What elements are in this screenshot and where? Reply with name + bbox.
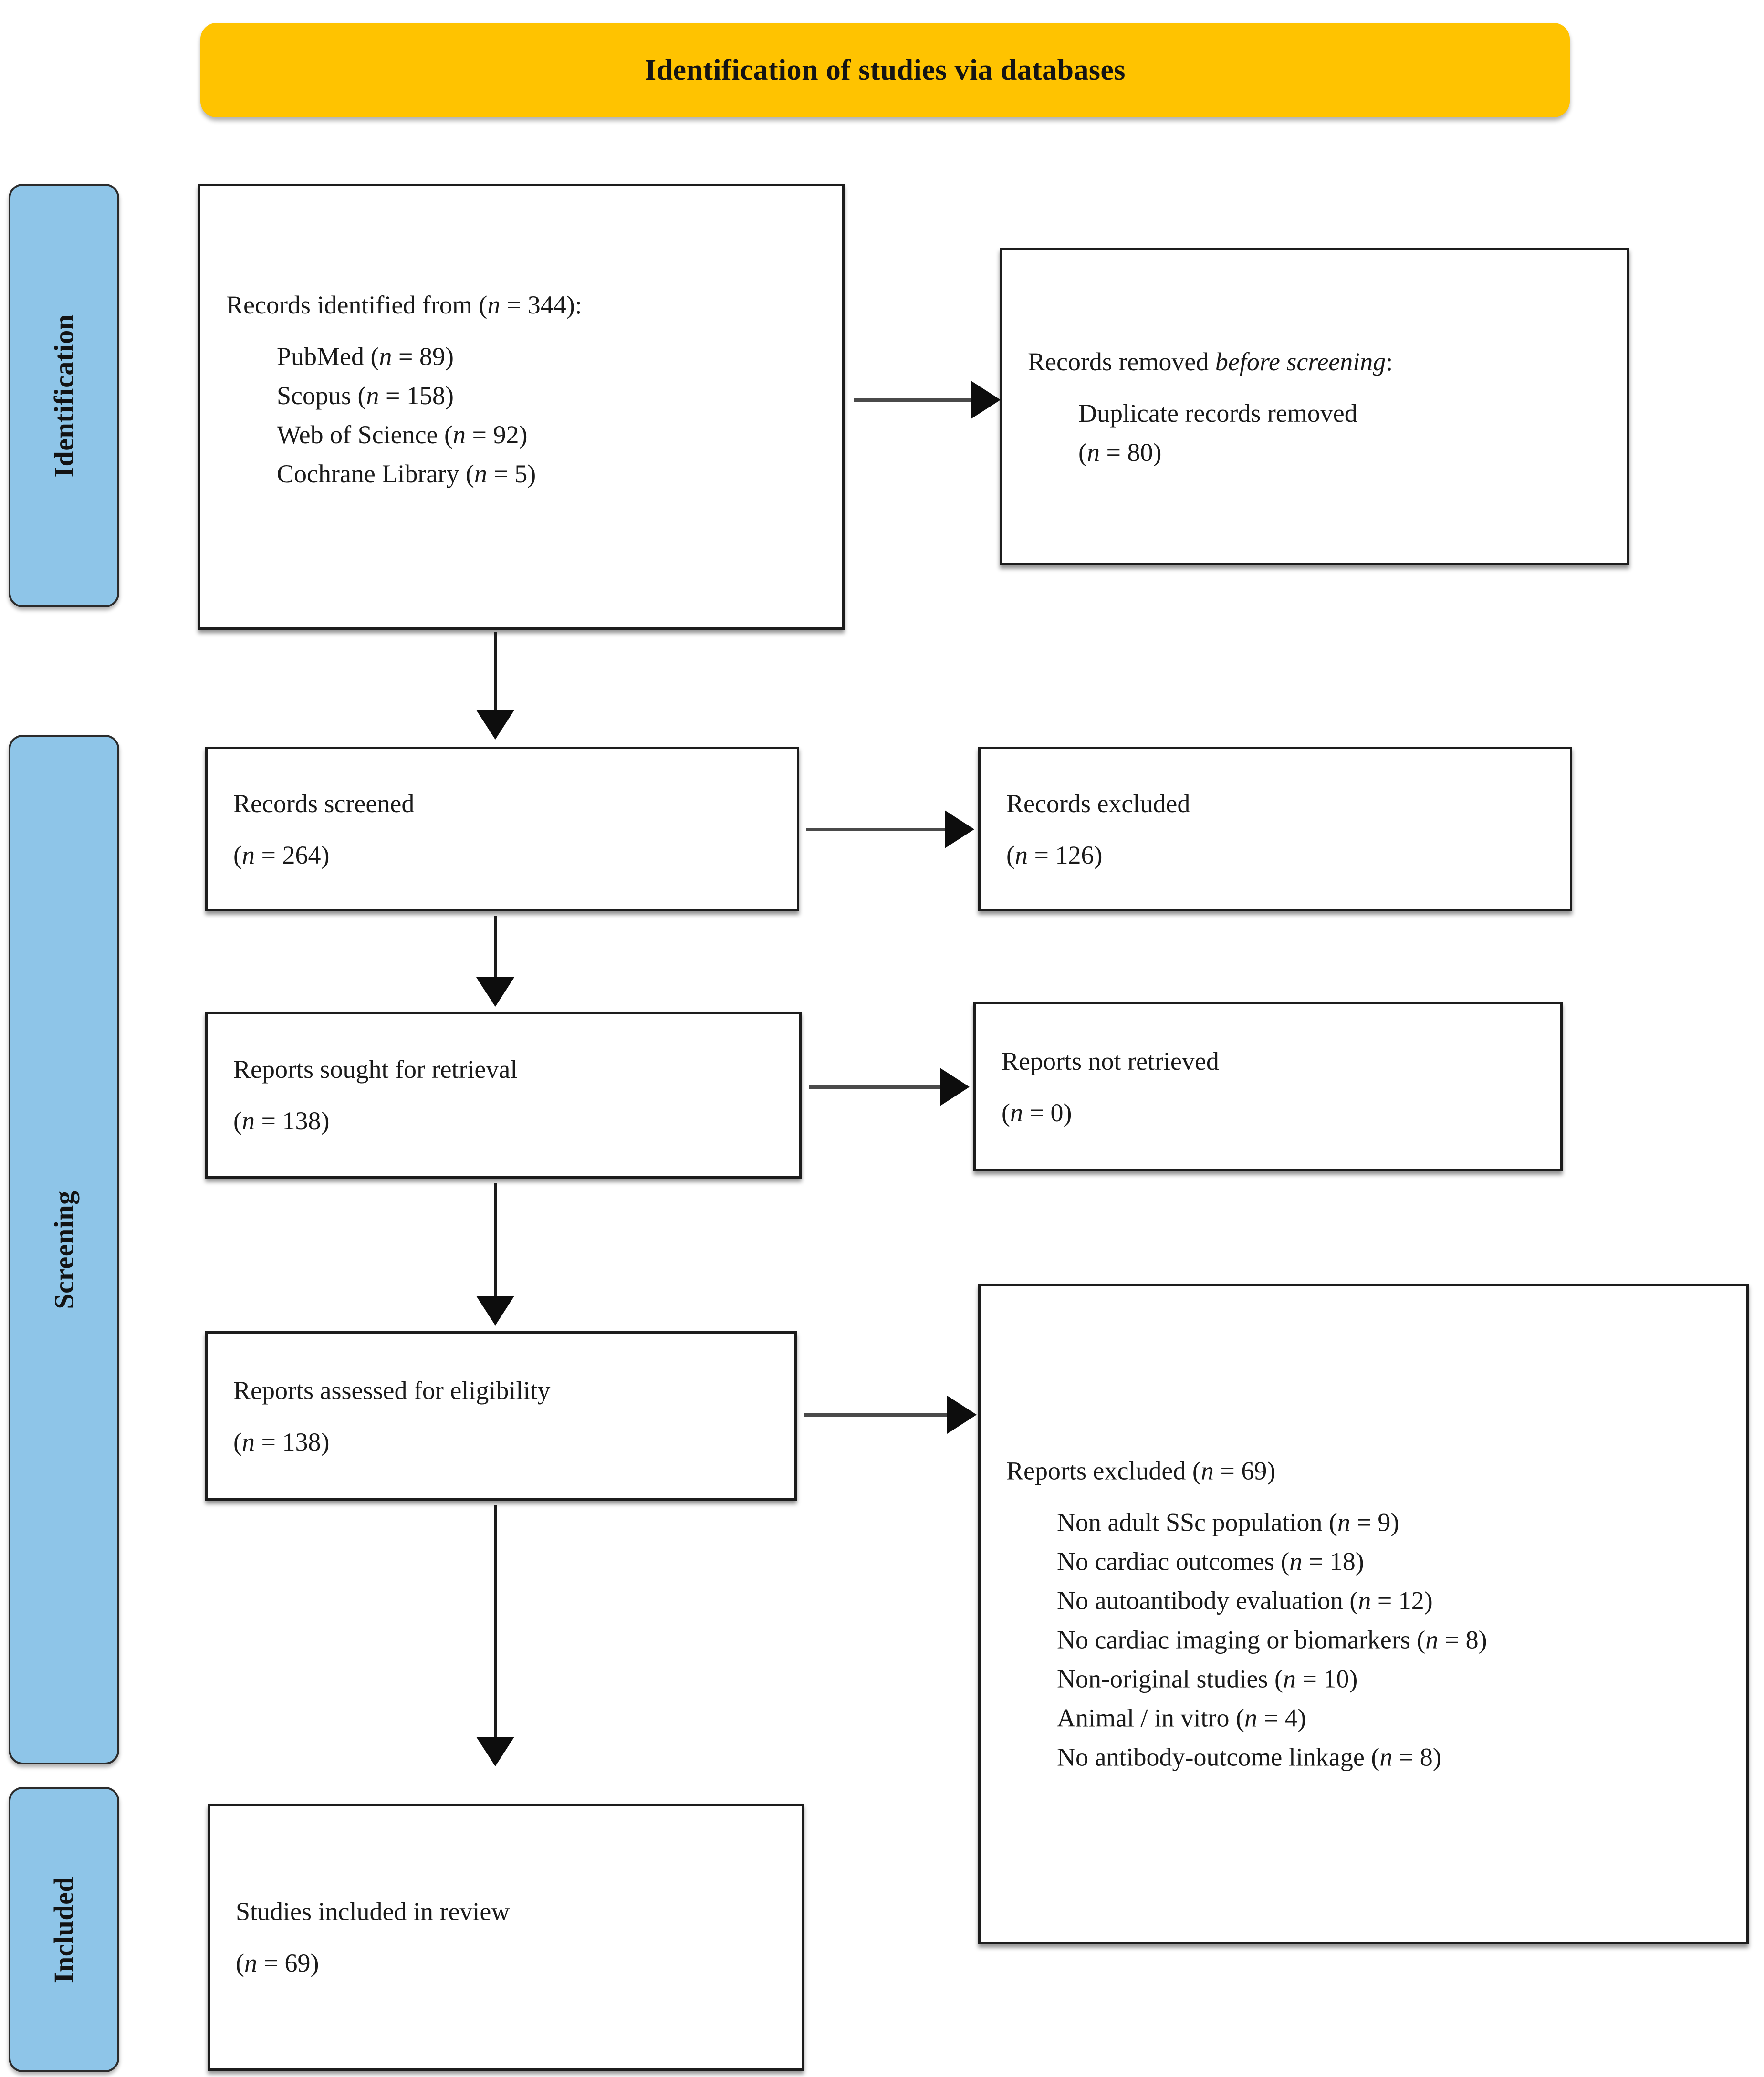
records-removed-heading: Records removed before screening: [1028, 347, 1393, 376]
records-identified-source-pubmed: PubMed (n = 89) [277, 342, 454, 371]
reports-excluded-reason-1: Non adult SSc population (n = 9) [1057, 1508, 1399, 1537]
reports-excluded-reason-5: Non-original studies (n = 10) [1057, 1664, 1358, 1693]
stage-rail-screening-label: Screening [48, 1190, 80, 1309]
reports-sought-label: Reports sought for retrieval [233, 1054, 518, 1084]
reports-excluded-reason-7: No antibody-outcome linkage (n = 8) [1057, 1743, 1441, 1772]
header-banner-title: Identification of studies via databases [645, 53, 1126, 86]
reports-assessed-label: Reports assessed for eligibility [233, 1376, 551, 1405]
arrow-down-icon [476, 710, 514, 740]
reports-assessed-count: (n = 138) [233, 1427, 330, 1456]
reports-excluded-reason-2: No cardiac outcomes (n = 18) [1057, 1547, 1364, 1576]
reports-excluded-reason-6: Animal / in vitro (n = 4) [1057, 1703, 1306, 1733]
stage-rail-included-label: Included [48, 1876, 80, 1983]
records-removed-count: (n = 80) [1078, 438, 1162, 467]
stage-rail-identification-label: Identification [48, 313, 80, 478]
arrow-right-icon [940, 1068, 970, 1106]
node-reports-excluded-detailed: Reports excluded (n = 69) Non adult SSc … [978, 1284, 1749, 1944]
records-screened-count: (n = 264) [233, 840, 330, 869]
arrow-right-icon [971, 381, 1001, 419]
records-removed-item: Duplicate records removed [1078, 398, 1357, 428]
node-reports-not-retrieved: Reports not retrieved (n = 0) [973, 1002, 1563, 1171]
arrow-right-icon [945, 810, 974, 848]
records-excluded-count: (n = 126) [1006, 840, 1103, 869]
stage-rail-included: Included [9, 1787, 119, 2072]
reports-not-retrieved-count: (n = 0) [1002, 1098, 1072, 1127]
node-studies-included: Studies included in review (n = 69) [208, 1804, 804, 2071]
node-records-identified: Records identified from (n = 344): PubMe… [198, 184, 845, 630]
connector-assessed-to-included [494, 1505, 497, 1739]
reports-sought-count: (n = 138) [233, 1106, 330, 1135]
connector-assessed-to-reports-excluded [804, 1413, 950, 1417]
arrow-down-icon [476, 977, 514, 1007]
connector-identified-to-screened [494, 632, 497, 713]
records-identified-source-wos: Web of Science (n = 92) [277, 420, 528, 449]
studies-included-count: (n = 69) [236, 1949, 319, 1977]
reports-excluded-reason-3: No autoantibody evaluation (n = 12) [1057, 1586, 1433, 1615]
node-records-excluded: Records excluded (n = 126) [978, 747, 1572, 911]
connector-sought-to-assessed [494, 1183, 497, 1298]
records-excluded-label: Records excluded [1006, 789, 1190, 818]
connector-screened-to-excluded [806, 828, 947, 831]
stage-rail-screening: Screening [9, 735, 119, 1764]
connector-screened-to-sought [494, 916, 497, 979]
stage-rail-identification: Identification [9, 184, 119, 607]
node-records-removed: Records removed before screening: Duplic… [1000, 248, 1629, 565]
header-banner: Identification of studies via databases [200, 23, 1570, 117]
connector-sought-to-not-retrieved [809, 1085, 942, 1089]
arrow-right-icon [947, 1396, 977, 1434]
studies-included-label: Studies included in review [236, 1897, 510, 1926]
node-records-screened: Records screened (n = 264) [205, 747, 799, 911]
connector-identified-to-removed [854, 398, 973, 402]
arrow-down-icon [476, 1296, 514, 1326]
node-reports-assessed: Reports assessed for eligibility (n = 13… [205, 1331, 797, 1501]
arrow-down-icon [476, 1737, 514, 1766]
reports-excluded-reason-4: No cardiac imaging or biomarkers (n = 8) [1057, 1625, 1487, 1654]
reports-excluded-heading: Reports excluded (n = 69) [1006, 1456, 1276, 1485]
records-screened-label: Records screened [233, 789, 415, 818]
records-identified-source-scopus: Scopus (n = 158) [277, 381, 454, 410]
records-identified-source-cochrane: Cochrane Library (n = 5) [277, 459, 536, 488]
records-identified-heading: Records identified from (n = 344): [226, 290, 582, 319]
reports-not-retrieved-label: Reports not retrieved [1002, 1046, 1219, 1075]
node-reports-sought: Reports sought for retrieval (n = 138) [205, 1012, 802, 1179]
